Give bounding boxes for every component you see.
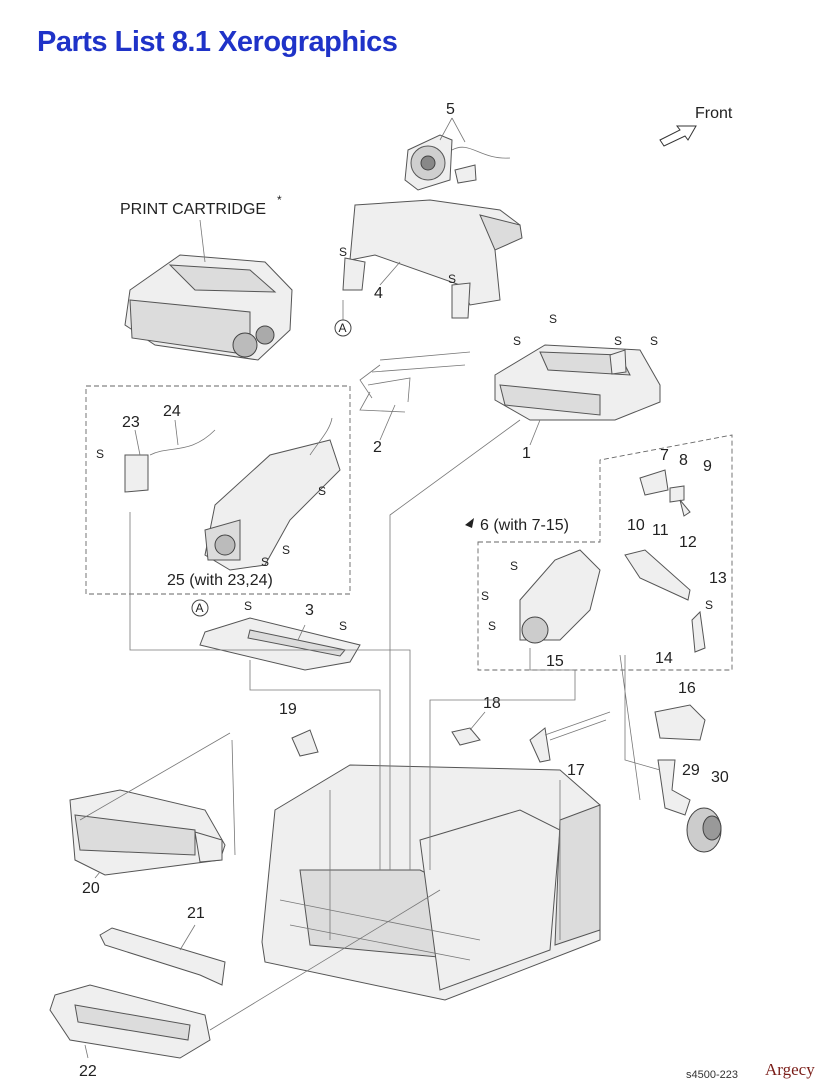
- printer-base-frame: [261, 764, 601, 1001]
- frame-part-6: [519, 469, 706, 653]
- callout-11: 11: [652, 522, 669, 539]
- guide-part-16: [654, 704, 706, 741]
- callout-20: 20: [82, 880, 100, 897]
- callout-15: 15: [546, 653, 564, 670]
- frame-part-1: [494, 344, 661, 421]
- callout-18: 18: [483, 695, 501, 712]
- callout-3: 3: [305, 602, 314, 619]
- screw-label: S: [488, 619, 496, 633]
- callout-16: 16: [678, 680, 696, 697]
- front-label: Front: [695, 105, 733, 122]
- screw-label: S: [549, 312, 557, 326]
- screw-label: S: [448, 272, 456, 286]
- fan-part-5: [404, 134, 511, 191]
- callout-6: 6 (with 7-15): [480, 517, 569, 534]
- screw-label: S: [650, 334, 658, 348]
- screw-label: S: [318, 484, 326, 498]
- callout-2: 2: [373, 439, 382, 456]
- callout-25: 25 (with 23,24): [167, 572, 273, 589]
- bracket-part-19: [291, 729, 319, 757]
- lever-part-29: [657, 759, 691, 816]
- callout-17: 17: [567, 762, 585, 779]
- callout-19: 19: [279, 701, 297, 718]
- screw-label: S: [96, 447, 104, 461]
- screw-label: S: [339, 245, 347, 259]
- callout-29: 29: [682, 762, 700, 779]
- chute-part-22: [49, 984, 211, 1059]
- callout-24: 24: [163, 403, 181, 420]
- print-cartridge: [124, 219, 293, 361]
- front-arrow-icon: [659, 125, 697, 147]
- callout-14: 14: [655, 650, 673, 667]
- asterisk: *: [277, 193, 282, 207]
- screw-label: S: [513, 334, 521, 348]
- duct-part-4: [342, 199, 523, 319]
- print-cartridge-label: PRINT CARTRIDGE: [120, 201, 266, 218]
- screw-label: S: [282, 543, 290, 557]
- callout-13: 13: [709, 570, 727, 587]
- screw-label: S: [261, 555, 269, 569]
- gear-part-30: [686, 807, 722, 853]
- screw-label: S: [339, 619, 347, 633]
- screw-label: S: [614, 334, 622, 348]
- screw-label: S: [481, 589, 489, 603]
- callout-1: 1: [522, 445, 531, 462]
- callout-5: 5: [446, 101, 455, 118]
- harness-part-2: [359, 351, 471, 413]
- circle-a-label: A: [196, 601, 204, 615]
- circle-a-marker: [334, 319, 352, 337]
- callout-4: 4: [374, 285, 383, 302]
- callout-10: 10: [627, 517, 645, 534]
- document-id: s4500-223: [686, 1069, 738, 1080]
- bracket-part-18: [451, 727, 481, 746]
- callout-12: 12: [679, 534, 697, 551]
- brand-label: Argecy: [765, 1060, 815, 1079]
- callout-7: 7: [660, 447, 669, 464]
- callout-30: 30: [711, 769, 729, 786]
- callout-8: 8: [679, 452, 688, 469]
- callout-21: 21: [187, 905, 205, 922]
- page-title: Parts List 8.1 Xerographics: [37, 26, 398, 58]
- marker-arrow-icon: [465, 518, 474, 528]
- callout-9: 9: [703, 458, 712, 475]
- drive-assembly-part-25: [124, 417, 341, 571]
- screw-label: S: [510, 559, 518, 573]
- callout-23: 23: [122, 414, 140, 431]
- screw-label: S: [244, 599, 252, 613]
- screw-label: S: [705, 598, 713, 612]
- fuser-part-20: [69, 789, 226, 876]
- circle-a-label: A: [339, 321, 347, 335]
- harness-part-17: [529, 711, 611, 763]
- bracket-part-3: [199, 617, 361, 671]
- guide-part-21: [99, 927, 226, 986]
- callout-22: 22: [79, 1063, 97, 1080]
